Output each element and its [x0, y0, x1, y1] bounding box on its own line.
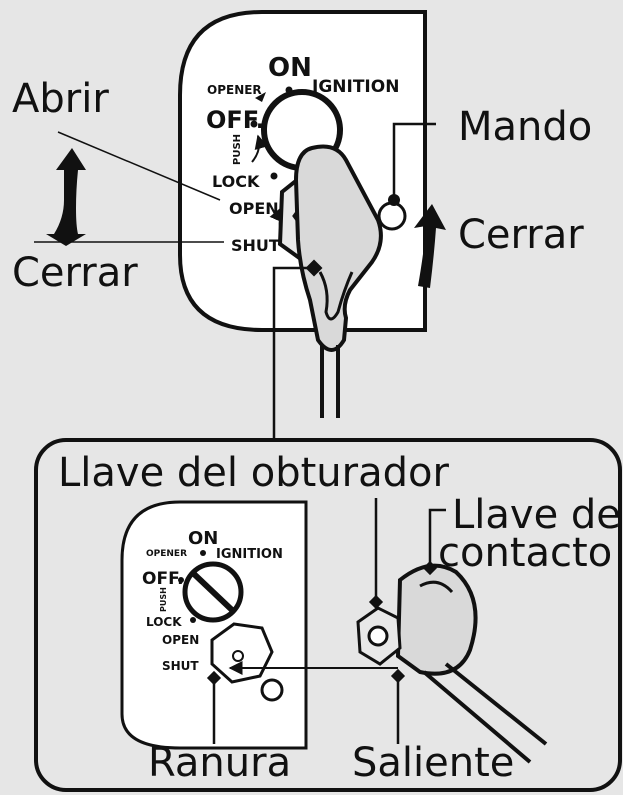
cerrar-right-label: Cerrar [458, 212, 584, 258]
lock-label: LOCK [212, 172, 260, 191]
close-rotation-arrow-icon [414, 204, 446, 288]
inset-position-dots [178, 550, 206, 623]
opener-indicator-icon [255, 92, 266, 102]
push-arrow-icon [251, 134, 269, 163]
callout-lines-top [34, 122, 436, 440]
inset-ignition-label: IGNITION [216, 547, 283, 562]
inset-key-slot [191, 571, 235, 613]
callout-lines-inset [212, 498, 446, 744]
opener-label: OPENER [207, 83, 262, 97]
ignition-label: IGNITION [312, 77, 399, 97]
push-label: PUSH [232, 134, 243, 165]
inset-off-label: OFF. [142, 569, 184, 589]
open-close-double-arrow-icon [46, 148, 86, 246]
inset-shut-label: SHUT [162, 659, 199, 673]
saliente-label: Saliente [352, 740, 514, 786]
inset-lock-label: LOCK [146, 615, 182, 629]
ignition-key [293, 144, 383, 418]
callout-markers-inset [206, 560, 438, 686]
mando-lever [377, 194, 407, 231]
inset-open-label: OPEN [162, 633, 199, 647]
open-label: OPEN [229, 199, 279, 218]
inset-push-label: PUSH [159, 587, 168, 612]
shut-label: SHUT [231, 236, 280, 255]
inset-ignition-panel [120, 500, 308, 750]
llave-de-label: Llave de [452, 492, 621, 538]
inset-on-label: ON [188, 528, 218, 549]
inset-opener-label: OPENER [146, 549, 187, 559]
mando-label: Mando [458, 104, 592, 150]
abrir-label: Abrir [12, 76, 109, 122]
callout-marker [305, 259, 323, 277]
inset-shutter-key [356, 563, 548, 764]
inset-title: Llave del obturador [58, 450, 449, 496]
contacto-label: contacto [438, 530, 612, 576]
cerrar-left-label: Cerrar [12, 250, 138, 296]
position-dots [250, 86, 293, 180]
ranura-label: Ranura [148, 740, 291, 786]
on-label: ON [268, 53, 312, 83]
off-label: OFF. [206, 106, 265, 134]
